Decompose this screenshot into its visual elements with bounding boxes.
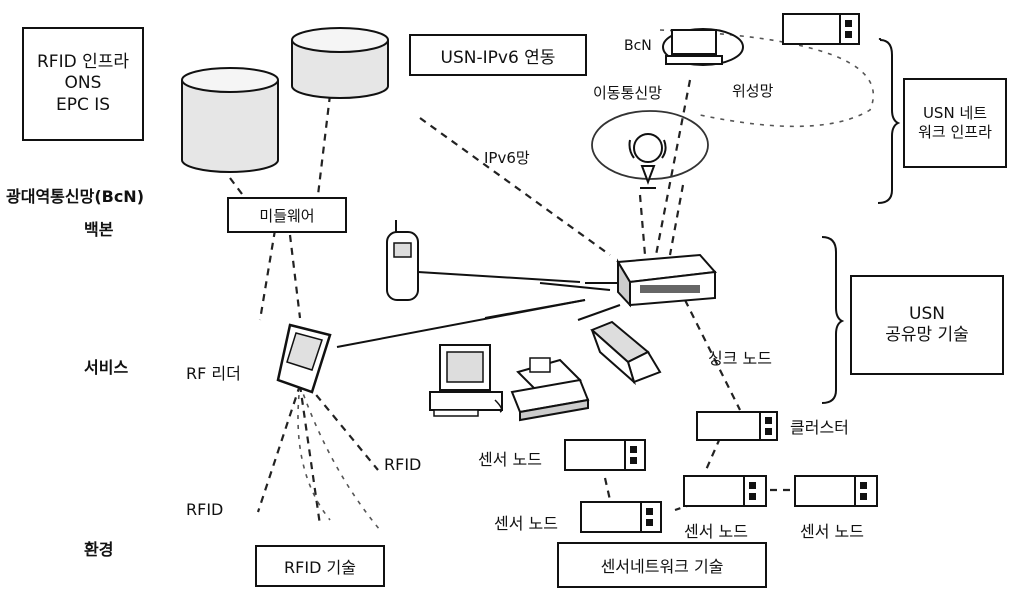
- sensor-node-d-icon: [795, 476, 877, 506]
- level-environment-label: 환경: [84, 536, 113, 560]
- rfid-left-label: RFID: [186, 500, 223, 519]
- rfid-tech-box: RFID 기술: [255, 545, 385, 587]
- bcn-label: BcN: [624, 38, 652, 54]
- rfid-infra-line3: EPC IS: [56, 95, 110, 116]
- rfid-tech-label: RFID 기술: [284, 554, 356, 578]
- rf-reader-pda-icon: [278, 325, 330, 392]
- sensor-node-a-icon: [565, 440, 645, 470]
- sensor-node-d-label: 센서 노드: [800, 518, 864, 542]
- level-access-label: 서비스: [84, 354, 128, 378]
- database-cylinder-right: [292, 28, 388, 98]
- printer-fax-icon: [512, 358, 588, 420]
- usn-common-bracket: [822, 237, 842, 403]
- middleware-label: 미들웨어: [259, 205, 314, 226]
- solid-links: [337, 272, 620, 347]
- rfid-infra-box: RFID 인프라 ONS EPC IS: [22, 27, 144, 141]
- mobile-phone-icon: [387, 220, 418, 300]
- sensor-node-c-icon: [684, 476, 766, 506]
- satellite-label: 위성망: [732, 80, 773, 101]
- sink-node-label: 싱크 노드: [708, 345, 772, 369]
- usn-infra-bracket: [878, 40, 898, 203]
- sink-router-icon: [618, 255, 715, 305]
- sensor-node-c-label: 센서 노드: [684, 518, 748, 542]
- level-bcn-line1: 광대역통신망(BcN): [6, 183, 144, 207]
- laptop-top-icon: [666, 30, 722, 64]
- level-bcn-line2: 백본: [84, 216, 113, 240]
- rfid-infra-line1: RFID 인프라: [37, 52, 129, 73]
- usn-common-line2: 공유망 기술: [885, 325, 969, 346]
- ipv6-label: IPv6망: [484, 147, 530, 168]
- mobile-comm-label: 이동통신망: [593, 82, 662, 103]
- sensor-node-cluster-icon: [697, 412, 777, 440]
- sensor-node-a-label: 센서 노드: [478, 446, 542, 470]
- database-cylinder-left: [182, 68, 278, 172]
- rf-reader-label: RF 리더: [186, 360, 241, 384]
- usn-ipv6-label: USN-IPv6 연동: [441, 43, 556, 68]
- sensor-node-b-icon: [581, 502, 661, 532]
- sensor-network-tech-label: 센서네트워크 기술: [601, 553, 724, 577]
- rfid-infra-line2: ONS: [65, 73, 102, 94]
- usn-common-tech-box: USN 공유망 기술: [850, 275, 1004, 375]
- usn-network-infra-line2: 워크 인프라: [918, 123, 992, 142]
- usn-common-line1: USN: [909, 304, 945, 325]
- rfid-right-label: RFID: [384, 455, 421, 474]
- usn-ipv6-box: USN-IPv6 연동: [409, 34, 587, 76]
- dashed-links: [230, 38, 880, 525]
- middleware-box: 미들웨어: [227, 197, 347, 233]
- laptop-icon: [592, 322, 660, 382]
- sensor-network-tech-box: 센서네트워크 기술: [557, 542, 767, 588]
- usn-network-infra-box: USN 네트 워크 인프라: [903, 78, 1007, 168]
- cluster-label: 클러스터: [790, 414, 849, 438]
- usn-network-infra-line1: USN 네트: [923, 104, 987, 123]
- sensor-node-b-label: 센서 노드: [494, 510, 558, 534]
- satellite-dish-icon: [630, 134, 666, 188]
- sensor-node-top-icon: [783, 14, 859, 44]
- desktop-computer-icon: [430, 345, 502, 416]
